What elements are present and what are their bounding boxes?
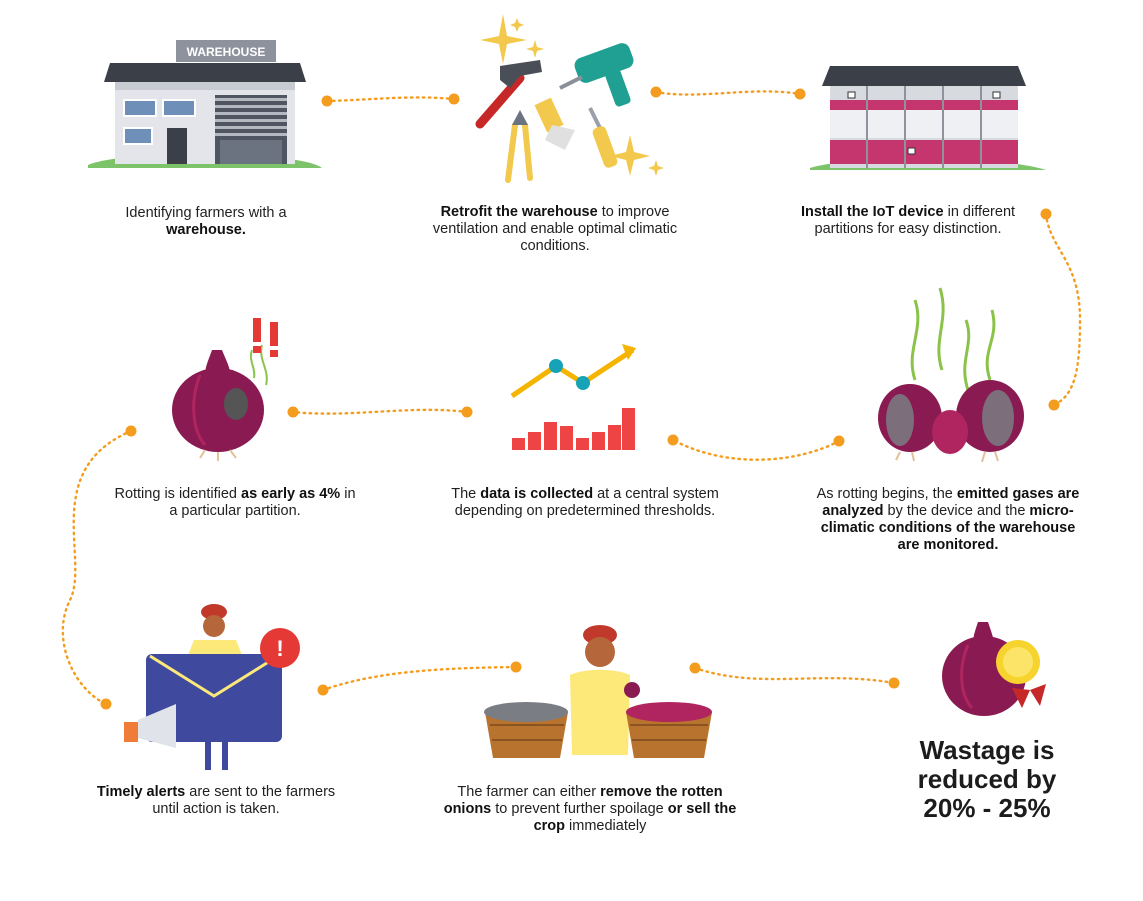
connector-8-9 <box>693 666 896 685</box>
connector-dot <box>317 684 329 696</box>
step-4-caption: As rotting begins, the emitted gases are… <box>816 486 1080 553</box>
connector-dot <box>1040 208 1052 220</box>
connector-dot <box>650 86 662 98</box>
connector-dot <box>794 88 806 100</box>
connector-dot <box>100 698 112 710</box>
connector-dot <box>833 435 845 447</box>
connector-dot <box>667 434 679 446</box>
connector-1-2 <box>325 96 456 103</box>
connector-dot <box>510 661 522 673</box>
step-3-caption: Install the IoT device in different part… <box>800 204 1016 237</box>
connector-dot <box>448 93 460 105</box>
rotten-onion-icon <box>172 318 278 461</box>
warehouse-icon: WAREHOUSE <box>88 40 322 168</box>
connector-dot <box>1048 399 1060 411</box>
warehouse-sign-text: WAREHOUSE <box>187 45 266 59</box>
connector-dot <box>888 677 900 689</box>
connector-2-3 <box>654 90 802 96</box>
step-1-caption: Identifying farmers with a warehouse. <box>125 205 287 238</box>
step-5-caption: The data is collected at a central syste… <box>451 486 719 519</box>
connector-dot <box>321 95 333 107</box>
connector-dot <box>461 406 473 418</box>
step-2-caption: Retrofit the warehouse to improve ventil… <box>432 204 678 254</box>
connector-dot <box>125 425 137 437</box>
connector-6-7 <box>61 429 133 706</box>
connector-7-8 <box>321 665 518 692</box>
data-chart-icon <box>510 344 636 450</box>
step-7-caption: Timely alerts are sent to the farmers un… <box>96 784 336 817</box>
tools-icon <box>475 14 664 183</box>
gas-onions-icon <box>878 287 1024 463</box>
step-6-caption: Rotting is identified as early as 4% in … <box>114 486 356 519</box>
connector-dot <box>689 662 701 674</box>
onion-medal-icon <box>942 622 1046 716</box>
iot-warehouse-icon <box>810 66 1046 170</box>
farmer-baskets-icon <box>484 625 712 758</box>
connector-dot <box>287 406 299 418</box>
step-8-caption: The farmer can either remove the rotten … <box>443 784 737 834</box>
alert-mark-text: ! <box>276 636 283 661</box>
connector-5-6 <box>291 408 469 415</box>
connector-4-5 <box>671 438 841 461</box>
result-text: Wastage is reduced by 20% - 25% <box>917 735 1057 823</box>
alert-envelope-icon: ! <box>124 604 300 770</box>
